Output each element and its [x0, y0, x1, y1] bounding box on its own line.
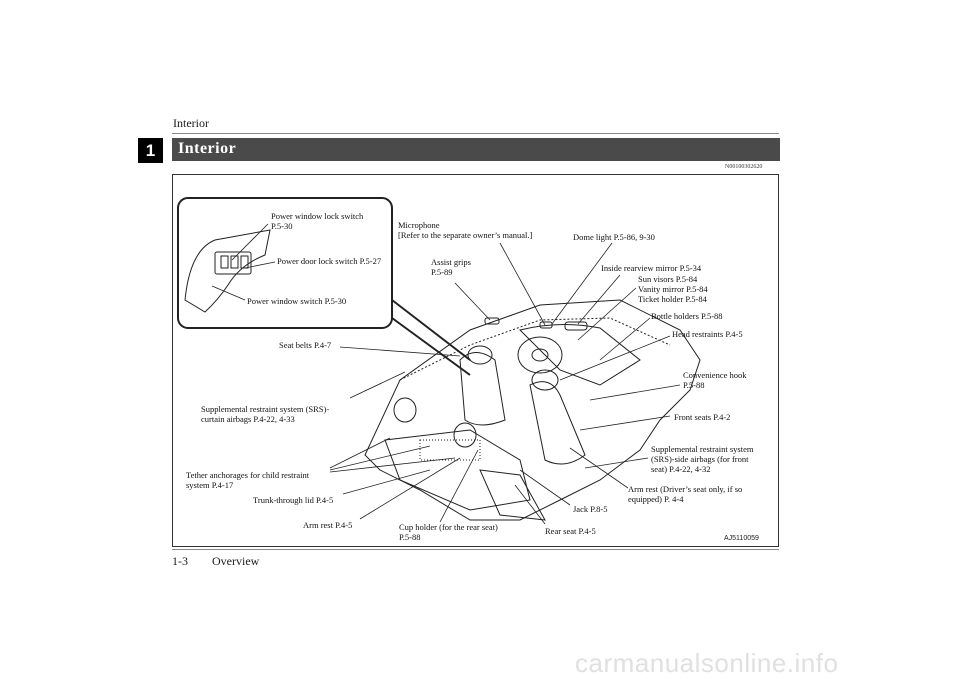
label-jack: Jack P.8-5 [573, 504, 607, 514]
label-trunk-through-lid: Trunk-through lid P.4-5 [253, 495, 333, 505]
switch-cluster [215, 252, 251, 274]
label-seat-belts: Seat belts P.4-7 [279, 340, 331, 350]
label-power-door-lock-switch: Power door lock switch P.5-27 [277, 256, 381, 266]
label-arm-rest-driver: Arm rest (Driver’s seat only, if so equi… [628, 484, 742, 504]
label-inside-rearview-mirror: Inside rearview mirror P.5-34 [601, 263, 701, 273]
watermark: carmanualsonline.info [575, 648, 838, 679]
label-sun-visors: Sun visors P.5-84 Vanity mirror P.5-84 T… [638, 274, 708, 304]
label-side-airbags: Supplemental restraint system (SRS)-side… [651, 444, 753, 474]
footer-section: Overview [212, 554, 259, 569]
front-seat-right [530, 382, 585, 464]
label-convenience-hook: Convenience hook P.5-88 [683, 370, 747, 390]
label-bottle-holders: Bottle holders P.5-88 [651, 311, 723, 321]
label-head-restraints: Head restraints P.4-5 [672, 329, 743, 339]
label-power-window-lock-switch: Power window lock switch P.5-30 [271, 211, 363, 231]
rear-seat [385, 430, 530, 510]
label-microphone: Microphone [Refer to the separate owner’… [398, 220, 532, 240]
label-rear-seat: Rear seat P.4-5 [545, 526, 596, 536]
label-assist-grips: Assist grips P.5-89 [431, 257, 471, 277]
label-arm-rest: Arm rest P.4-5 [303, 520, 352, 530]
label-curtain-airbags: Supplemental restraint system (SRS)- cur… [201, 404, 329, 424]
label-front-seats: Front seats P.4-2 [674, 412, 730, 422]
footer-rule [172, 549, 779, 550]
label-dome-light: Dome light P.5-86, 9-30 [573, 232, 655, 242]
page-number: 1-3 [172, 554, 188, 569]
label-cup-holder: Cup holder (for the rear seat) P.5-88 [399, 522, 498, 542]
label-power-window-switch: Power window switch P.5-30 [247, 296, 346, 306]
figure-id: AJ5110059 [724, 535, 759, 542]
label-tether-anchorages: Tether anchorages for child restraint sy… [186, 470, 309, 490]
